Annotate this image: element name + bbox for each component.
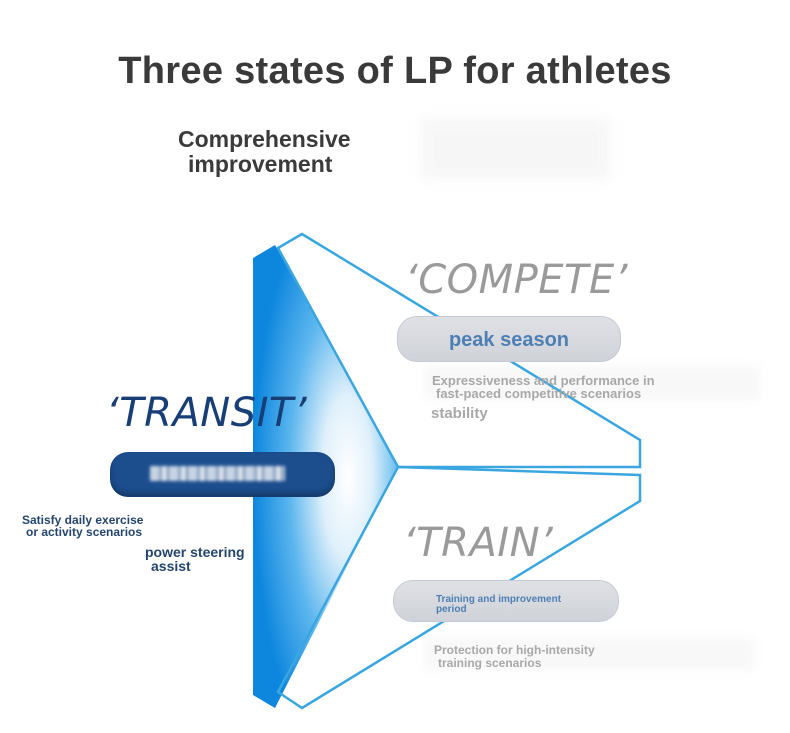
train-pill-line-2: period — [436, 604, 467, 615]
transit-desc-line-1: Satisfy daily exercise — [22, 513, 144, 527]
transit-desc-line-2: or activity scenarios — [26, 525, 143, 539]
compete-desc-line-2: fast-paced competitive scenarios — [436, 386, 642, 401]
transit-description: Satisfy daily exercise or activity scena… — [22, 514, 212, 538]
train-desc-line-2: training scenarios — [438, 656, 542, 670]
train-pill: Training and improvement period — [393, 580, 619, 622]
transit-secondary-line-1: power steering — [145, 544, 245, 560]
compete-description: Expressiveness and performance in fast-p… — [432, 374, 712, 400]
compete-secondary-text: stability — [431, 405, 488, 422]
train-description: Protection for high-intensity training s… — [434, 644, 654, 670]
train-heading: ‘TRAIN’ — [403, 520, 554, 566]
subtitle: Comprehensive improvement — [178, 127, 418, 177]
compete-desc-line-1: Expressiveness and performance in — [432, 373, 655, 388]
blurred-decoration — [420, 118, 610, 180]
compete-branch-outline — [276, 232, 642, 469]
transit-secondary-text: power steering assist — [145, 545, 275, 573]
compete-pill: peak season — [397, 316, 621, 362]
transit-pill-blurred-label — [150, 466, 285, 481]
subtitle-line-1: Comprehensive — [178, 126, 351, 152]
transit-pill — [110, 452, 335, 497]
compete-heading: ‘COMPETE’ — [405, 257, 628, 303]
transit-heading: ‘TRANSIT’ — [106, 390, 308, 436]
transit-secondary-line-2: assist — [151, 558, 191, 574]
desc-background — [425, 366, 760, 400]
desc-background — [425, 638, 755, 670]
compete-pill-label: peak season — [448, 329, 570, 351]
train-desc-line-1: Protection for high-intensity — [434, 643, 595, 657]
subtitle-line-2: improvement — [188, 151, 333, 177]
page-title: Three states of LP for athletes — [118, 50, 672, 92]
train-pill-label: Training and improvement period — [436, 595, 596, 615]
train-pill-line-1: Training and improvement — [436, 594, 562, 605]
